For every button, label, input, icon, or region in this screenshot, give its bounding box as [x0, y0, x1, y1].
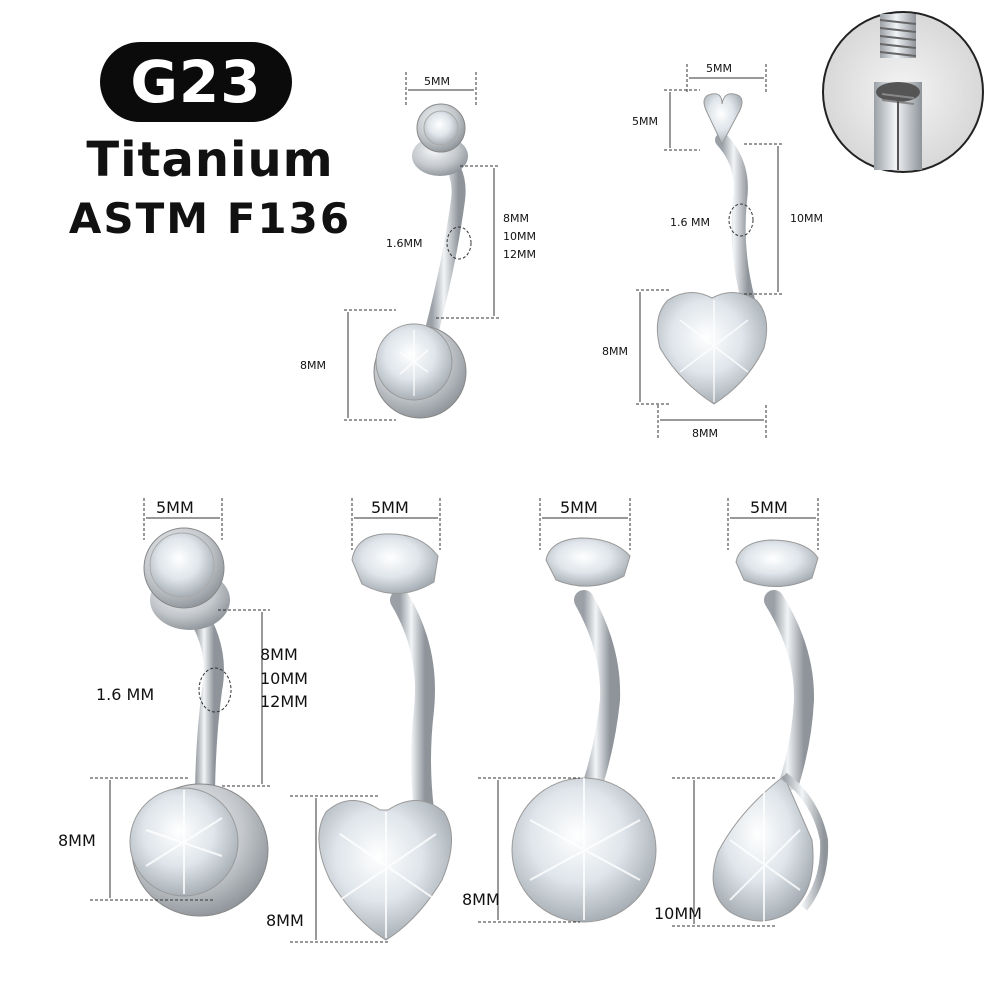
item-4-jewelry — [318, 533, 453, 941]
item-5-jewelry — [511, 537, 657, 923]
item-1-dimensions — [344, 72, 500, 421]
thread-detail — [822, 11, 984, 173]
item-2-length-label: 10MM — [790, 212, 823, 225]
item-2-top-width-label: 5MM — [706, 62, 732, 75]
material-title: Titanium — [86, 132, 334, 188]
item-3-ball-label: 8MM — [58, 831, 96, 850]
screw-thread-icon — [879, 14, 917, 58]
item-3-top-width-label: 5MM — [156, 498, 194, 517]
item-1-length-b-label: 10MM — [503, 230, 536, 243]
item-3-dimensions — [90, 498, 270, 901]
item-6-gem-label: 10MM — [654, 904, 702, 923]
item-1-ball-label: 8MM — [300, 359, 326, 372]
item-3-length-b-label: 10MM — [260, 669, 308, 688]
standard-title: ASTM F136 — [68, 194, 352, 243]
grade-badge: G23 — [100, 42, 292, 122]
item-4-top-width-label: 5MM — [371, 498, 409, 517]
item-3-gauge-label: 1.6 MM — [96, 685, 154, 704]
item-1-jewelry — [373, 103, 468, 419]
item-3-length-c-label: 12MM — [260, 692, 308, 711]
item-4-gem-label: 8MM — [266, 911, 304, 930]
item-5-gem-label: 8MM — [462, 890, 500, 909]
threaded-socket-icon — [874, 82, 922, 170]
item-5-top-width-label: 5MM — [560, 498, 598, 517]
item-2-jewelry — [656, 93, 768, 405]
item-2-gauge-label: 1.6 MM — [670, 216, 710, 229]
item-2-heart-width-label: 8MM — [692, 427, 718, 440]
item-3-length-a-label: 8MM — [260, 645, 298, 664]
item-2-top-height-label: 5MM — [632, 115, 658, 128]
item-5-dimensions — [478, 498, 631, 923]
item-6-top-width-label: 5MM — [750, 498, 788, 517]
item-2-heart-height-label: 8MM — [602, 345, 628, 358]
item-4-dimensions — [290, 498, 441, 943]
item-1-gauge-label: 1.6MM — [386, 237, 422, 250]
item-1-length-c-label: 12MM — [503, 248, 536, 261]
item-6-dimensions — [672, 498, 819, 927]
item-1-top-width-label: 5MM — [424, 75, 450, 88]
item-1-length-a-label: 8MM — [503, 212, 529, 225]
item-3-jewelry — [129, 527, 269, 917]
item-6-jewelry — [712, 539, 829, 924]
item-2-dimensions — [636, 64, 784, 440]
